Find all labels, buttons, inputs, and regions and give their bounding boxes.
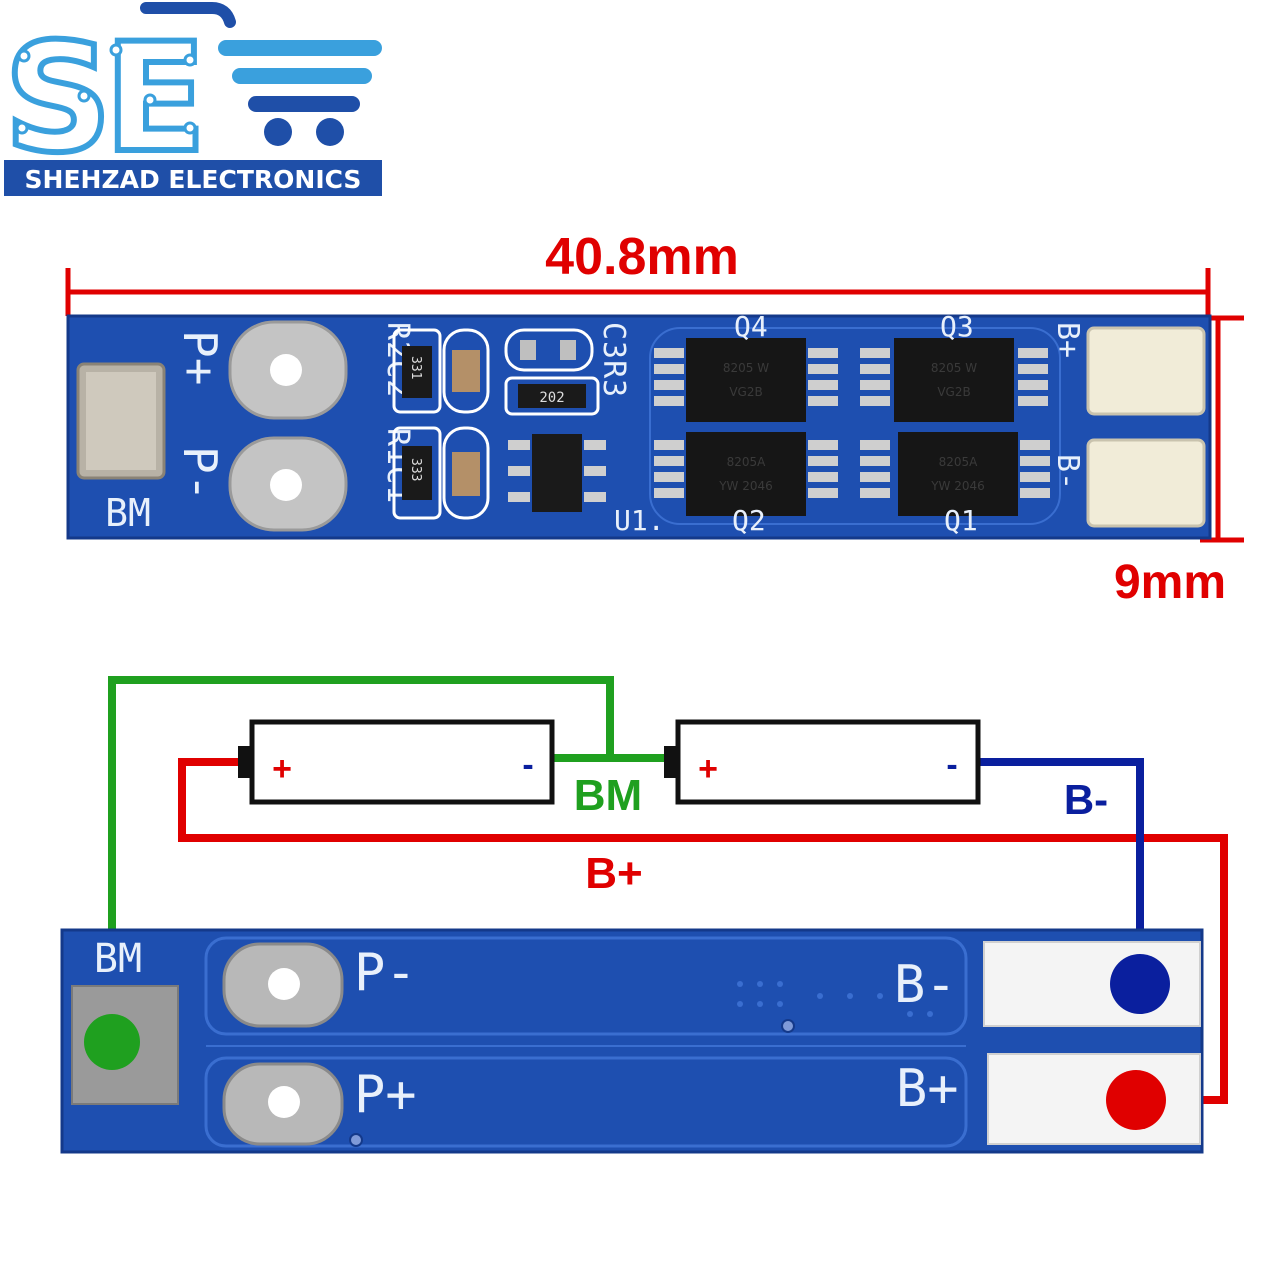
top-b-plus-pad [1086,326,1206,416]
c1-capacitor [442,426,490,520]
top-board: BM P+ P- R2C2 R1C1 331 333 [66,310,1212,540]
top-bm-label: BM [105,491,151,535]
top-b-minus-label: B- [1050,454,1085,490]
cell2-minus: - [946,746,957,784]
dimension-width: 40.8mm [65,228,1211,316]
wiring-diagram: + - + - BM B- B+ [108,676,1228,1104]
wire-b-minus-label: B- [1064,776,1108,823]
q4-chip-text-1: 8205 W [723,361,769,375]
q3-mosfet: 8205 W VG2B [860,338,1048,422]
bottom-p-minus-pad [222,942,344,1028]
battery-cell-1: + - [238,719,555,805]
circuit-dots-icon [15,43,197,135]
cell1-plus: + [272,750,292,788]
q2-mosfet: 8205A YW 2046 [654,432,838,516]
wire-bm-label: BM [574,771,642,820]
dimension-height: 9mm [1114,315,1244,609]
q1-label: Q1 [944,504,978,537]
brand-banner [4,160,382,196]
top-p-minus-label: P- [173,446,227,501]
bottom-p-plus-label: P+ [354,1065,417,1125]
r3-resistor: 202 [504,376,600,416]
q3-label: Q3 [940,310,974,343]
q4-label: Q4 [734,310,768,343]
bottom-bm-label: BM [94,936,142,982]
res-331-label: 331 [408,356,423,379]
q4-chip-text-2: VG2B [729,385,762,399]
top-p-plus-pad [228,320,348,420]
top-p-plus-label: P+ [173,330,227,385]
b-plus-wire [178,758,1228,1104]
cell2-plus: + [698,750,718,788]
bottom-b-plus-label: B+ [896,1059,959,1119]
u1-label: U1. [614,504,665,537]
q1-mosfet: 8205A YW 2046 [860,432,1050,516]
q3-chip-text-1: 8205 W [931,361,977,375]
width-label: 40.8mm [545,228,739,286]
r1-resistor: 333 [392,426,442,520]
top-b-plus-label: B+ [1050,322,1085,358]
bottom-p-minus-label: P- [354,943,417,1003]
bottom-b-plus-pad [987,1053,1201,1145]
q2-chip-text-1: 8205A [727,455,767,469]
height-label: 9mm [1114,556,1226,609]
q1-chip-text-1: 8205A [939,455,979,469]
bottom-p-plus-pad [222,1062,344,1146]
top-p-minus-pad [228,436,348,532]
b-minus-wire [978,758,1144,982]
res-202-label: 202 [539,390,564,406]
top-b-minus-pad [1086,438,1206,528]
c3r3-label: C3R3 [596,322,631,398]
battery-cell-2: + - [664,719,981,805]
brand-name: SHEHZAD ELECTRONICS [25,165,362,194]
brand-logo: SE SHEHZAD ELECTRONICS [1,2,382,196]
b-minus-connection-dot [1110,954,1170,1014]
c2-capacitor [442,328,490,414]
wire-b-plus-label: B+ [585,849,642,898]
cell1-minus: - [522,746,533,784]
logo-letters: SE [4,12,199,186]
b-plus-connection-dot [1106,1070,1166,1130]
res-333-label: 333 [408,458,423,481]
q1-chip-text-2: YW 2046 [930,479,985,493]
bm-connection-dot [84,1014,140,1070]
bottom-board: BM P- P+ B- B+ [60,928,1204,1154]
q2-label: Q2 [732,504,766,537]
q3-chip-text-2: VG2B [937,385,970,399]
bottom-b-minus-label: B- [894,955,957,1015]
c3-capacitor [504,328,594,372]
r2-resistor: 331 [392,328,442,414]
bm-wire [108,676,614,1042]
u1-chip [508,434,606,512]
q2-chip-text-2: YW 2046 [718,479,773,493]
q4-mosfet: 8205 W VG2B [654,338,838,422]
shopping-cart-icon [140,2,382,146]
